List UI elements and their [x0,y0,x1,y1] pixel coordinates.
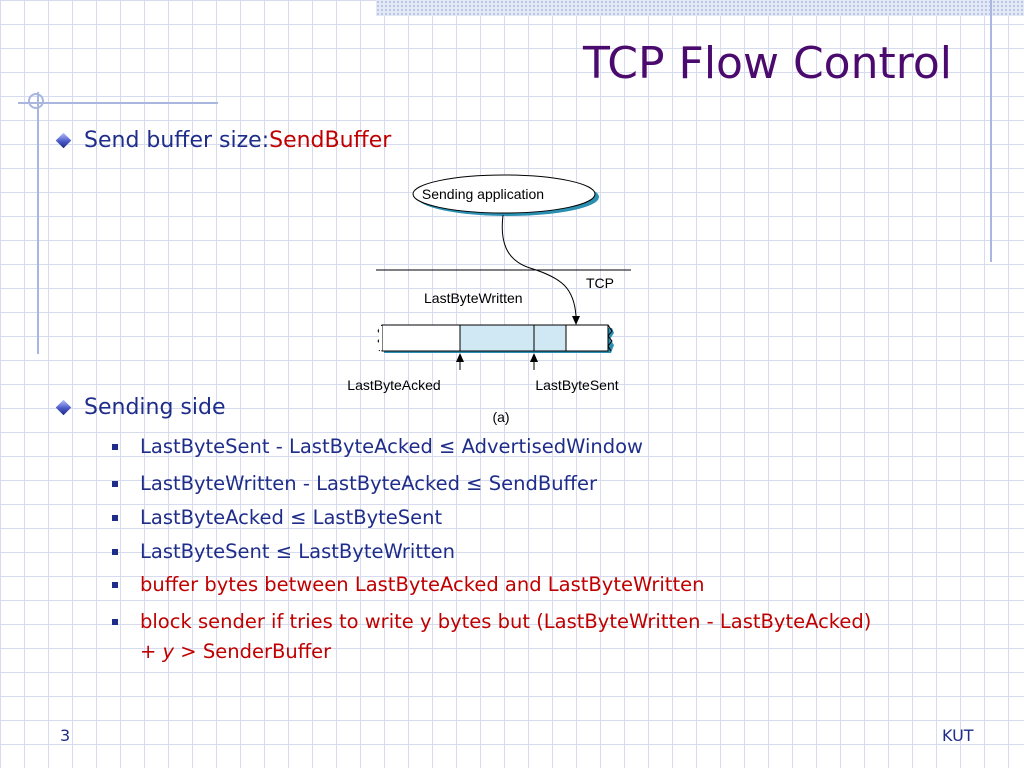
rest-text: > SenderBuffer [174,640,332,663]
list-item-text-continued: + y > SenderBuffer [140,637,871,667]
sending-side-label: Sending side [84,395,226,420]
list-item: LastByteSent ≤ LastByteWritten [112,537,455,567]
send-buffer-label: Send buffer size: [84,128,270,153]
write-arrow-head [572,316,580,325]
square-bullet-icon [112,582,118,588]
left-decoration-hline [18,102,218,104]
left-decoration-circle [28,93,44,109]
square-bullet-icon [112,515,118,521]
page-number: 3 [60,726,71,745]
buffer-right-edge [607,324,613,352]
square-bullet-icon [112,619,118,625]
plus-text: + [140,640,163,663]
list-item-text: block sender if tries to write y bytes b… [140,610,872,633]
bullet-send-buffer: Send buffer size: SendBuffer [55,128,392,153]
write-arrow-curve [501,214,577,317]
last-byte-acked-label: LastByteAcked [347,377,440,393]
diamond-bullet-icon [55,399,72,416]
square-bullet-icon [112,481,118,487]
last-byte-sent-label: LastByteSent [535,377,618,393]
diamond-bullet-icon [55,132,72,149]
app-ellipse [412,174,596,214]
list-item: LastByteAcked ≤ LastByteSent [112,503,442,533]
bullet-sending-side: Sending side [55,395,226,420]
buffer-filled-region [459,324,567,352]
square-bullet-icon [112,444,118,450]
list-item-text: buffer bytes between LastByteAcked and L… [140,573,705,596]
sending-application-label: Sending application [422,186,544,202]
slide-title: TCP Flow Control [582,38,952,89]
tcp-label: TCP [586,275,614,291]
square-bullet-icon [112,549,118,555]
acked-arrow-head [456,353,464,362]
list-item: LastByteSent - LastByteAcked ≤ Advertise… [112,432,643,462]
list-item-text: LastByteSent - LastByteAcked ≤ Advertise… [140,435,644,458]
send-buffer-diagram: Sending application TCP LastByteWritten … [347,174,631,425]
sent-arrow-head [530,353,538,362]
right-decoration-line [990,0,992,262]
send-buffer-value: SendBuffer [269,128,392,153]
list-item-text: LastByteAcked ≤ LastByteSent [140,506,443,529]
list-item: LastByteWritten - LastByteAcked ≤ SendBu… [112,469,597,499]
footer-org: KUT [942,726,974,745]
list-item: block sender if tries to write y bytes b… [112,607,871,667]
list-item-text: LastByteSent ≤ LastByteWritten [140,540,455,563]
buffer-left-edge-mask [379,326,382,350]
left-decoration-line [37,92,39,354]
variable-y: y [162,640,175,663]
list-item-text: LastByteWritten - LastByteAcked ≤ SendBu… [140,472,598,495]
top-decoration-band [376,0,1024,16]
last-byte-written-label: LastByteWritten [424,290,523,306]
list-item: buffer bytes between LastByteAcked and L… [112,570,704,600]
diagram-caption: (a) [492,409,509,425]
